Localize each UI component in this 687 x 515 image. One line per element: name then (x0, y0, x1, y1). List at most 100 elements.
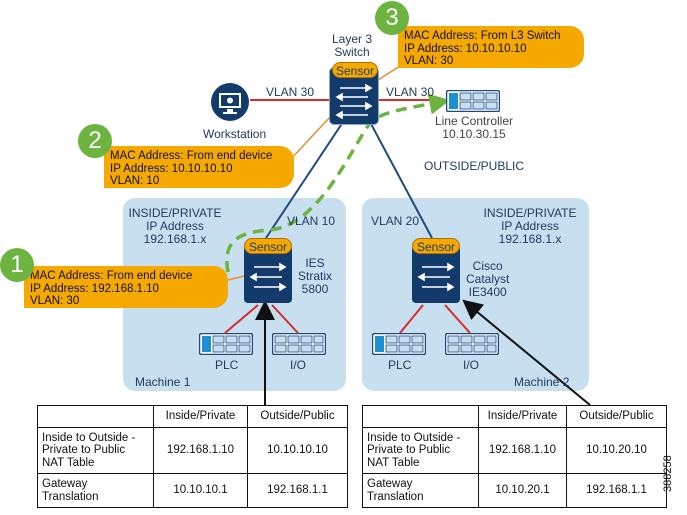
workstation-icon[interactable] (210, 82, 250, 122)
switch-arrows-icon (417, 262, 455, 292)
link-cisco-plc (399, 304, 424, 334)
table-cell-outside: 10.10.10.10 (247, 427, 348, 474)
outside-public-label: OUTSIDE/PUBLIC (424, 159, 525, 173)
machine1-name: Machine 1 (135, 375, 191, 389)
row-label-line: Gateway (42, 478, 88, 490)
link-l3-cisco (369, 121, 433, 239)
machine2-name: Machine 2 (514, 375, 570, 389)
vlan10-label: VLAN 10 (287, 214, 336, 228)
table-header-cell: Inside/Private (478, 405, 567, 428)
vlan20-label: VLAN 20 (371, 214, 420, 228)
machine2-zone-line2: IP Address (501, 219, 559, 233)
callout-3-mac: MAC Address: From L3 Switch (404, 30, 561, 42)
machine1-io-icon[interactable] (272, 333, 326, 355)
callout-2: MAC Address: From end device IP Address:… (104, 146, 294, 188)
machine1-plc-icon[interactable] (199, 333, 253, 355)
layer3-label-line1: Layer 3 (331, 32, 373, 46)
table-header-row: Inside/Private Outside/Public (362, 405, 667, 428)
table-header-cell (362, 405, 479, 428)
link-callout2-l3 (289, 116, 331, 161)
callout-1-mac: MAC Address: From end device (30, 270, 193, 282)
table-header-cell: Outside/Public (247, 405, 348, 428)
callout-1-badge: 1 (0, 248, 34, 282)
table-cell-inside: 10.10.10.1 (153, 473, 248, 508)
machine2-io-label: I/O (463, 358, 480, 372)
figure-number: 388258 (662, 455, 674, 492)
callout-3: MAC Address: From L3 Switch IP Address: … (398, 26, 584, 68)
row-label-line: Gateway (367, 478, 413, 490)
machine1-zone-line2: IP Address (146, 219, 204, 233)
callout-3-vlan: VLAN: 30 (404, 55, 454, 67)
machine2-zone-line1: INSIDE/PRIVATE (483, 206, 577, 220)
nat-table-machine2: Inside/Private Outside/Public Inside to … (362, 405, 667, 508)
link-ies-io (271, 304, 299, 334)
ies-label-line3: 5800 (301, 282, 329, 296)
table-cell-inside: 192.168.1.10 (153, 427, 248, 474)
line-controller-ip: 10.10.30.15 (442, 127, 506, 141)
table-row-label: Gateway Translation (37, 473, 154, 508)
callout-1-ip: IP Address: 192.168.1.10 (30, 282, 159, 295)
layer3-sensor: Sensor (332, 62, 378, 78)
row-label-line: Private to Public (42, 444, 126, 457)
layer3-label: Layer 3 Switch (322, 33, 382, 59)
machine2-sensor: Sensor (412, 238, 460, 254)
cisco-label-line1: Cisco (472, 259, 503, 273)
ies-stratix-switch[interactable] (244, 245, 292, 303)
layer3-label-line2: Switch (334, 45, 370, 59)
machine1-io-label: I/O (290, 358, 307, 372)
row-label-line: Inside to Outside - (42, 431, 136, 444)
cisco-catalyst-switch[interactable] (412, 245, 460, 303)
line-controller-label: Line Controller 10.10.30.15 (424, 115, 524, 141)
machine2-plc-label: PLC (388, 358, 412, 372)
table-cell-outside: 192.168.1.1 (566, 473, 667, 508)
table-row-label: Inside to Outside - Private to Public NA… (362, 427, 479, 474)
cisco-label-line2: Catalyst (466, 272, 510, 286)
table-cell-outside: 10.10.20.10 (566, 427, 667, 474)
callout-3-ip: IP Address: 10.10.10.10 (404, 42, 527, 55)
machine2-plc-icon[interactable] (372, 333, 426, 355)
callout-1: MAC Address: From end device IP Address:… (24, 266, 228, 308)
table-header-cell (37, 405, 154, 428)
table-cell-inside: 10.10.20.1 (478, 473, 567, 508)
row-label-line: Inside to Outside - (367, 431, 461, 444)
table-header-row: Inside/Private Outside/Public (37, 405, 348, 428)
machine2-zone-line3: 192.168.1.x (498, 232, 562, 246)
nat-table-machine1: Inside/Private Outside/Public Inside to … (37, 405, 348, 508)
callout-3-badge: 3 (375, 1, 409, 35)
table-cell-outside: 192.168.1.1 (247, 473, 348, 508)
table-row: Inside to Outside - Private to Public NA… (37, 427, 348, 474)
callout-2-vlan: VLAN: 10 (110, 175, 160, 187)
machine1-zone-label: INSIDE/PRIVATE IP Address 192.168.1.x (120, 207, 230, 246)
row-label-line: Translation (42, 490, 99, 503)
ies-label-line2: Stratix (298, 269, 333, 283)
machine1-plc-label: PLC (215, 358, 239, 372)
table-cell-inside: 192.168.1.10 (478, 427, 567, 474)
machine1-sensor: Sensor (244, 238, 292, 254)
link-ies-plc (224, 304, 259, 334)
cisco-label-line3: IE3400 (468, 285, 507, 299)
machine1-zone-line1: INSIDE/PRIVATE (128, 206, 222, 220)
table-header-cell: Inside/Private (153, 405, 248, 428)
cisco-catalyst-label: Cisco Catalyst IE3400 (466, 260, 509, 299)
machine2-zone-label: INSIDE/PRIVATE IP Address 192.168.1.x (475, 207, 585, 246)
table-row: Gateway Translation 10.10.10.1 192.168.1… (37, 473, 348, 508)
machine2-io-icon[interactable] (445, 333, 499, 355)
table-row: Gateway Translation 10.10.20.1 192.168.1… (362, 473, 667, 508)
ies-stratix-label: IES Stratix 5800 (298, 257, 332, 296)
packet-path-arrow (225, 93, 451, 273)
table-header-cell: Outside/Public (566, 405, 667, 428)
table-row-label: Inside to Outside - Private to Public NA… (37, 427, 154, 474)
switch-arrows-icon (335, 83, 373, 120)
vlan30-right-label: VLAN 30 (386, 85, 435, 99)
machine2-zone (362, 198, 589, 391)
row-label-line: Private to Public (367, 444, 451, 457)
vlan30-left-label: VLAN 30 (266, 85, 315, 99)
switch-arrows-icon (249, 262, 287, 292)
table-row: Inside to Outside - Private to Public NA… (362, 427, 667, 474)
machine1-zone-line3: 192.168.1.x (143, 232, 207, 246)
workstation-label: Workstation (203, 127, 267, 141)
callout-2-ip: IP Address: 10.10.10.10 (110, 162, 233, 175)
line-controller-icon[interactable] (446, 90, 500, 112)
callout-2-badge: 2 (78, 124, 112, 158)
